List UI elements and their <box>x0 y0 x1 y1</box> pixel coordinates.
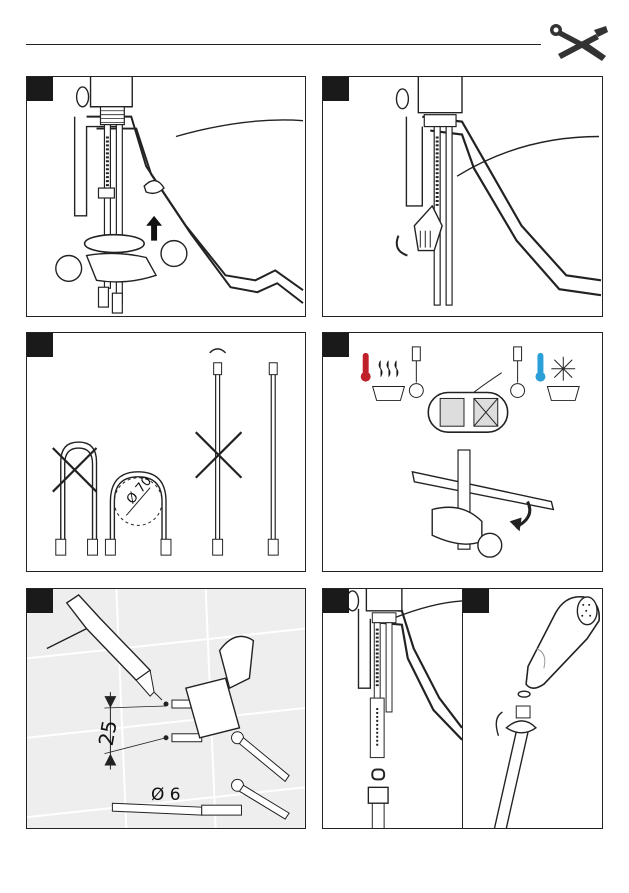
drill-diameter-label: Ø 6 <box>151 785 181 805</box>
step-panel-2 <box>322 76 603 317</box>
step-tab <box>27 589 53 613</box>
header-rule <box>26 44 541 45</box>
wrench-screwdriver-icon <box>550 20 610 62</box>
step-panel-6 <box>322 588 463 829</box>
step-tab <box>27 333 53 357</box>
step-panel-7 <box>462 588 603 829</box>
step-panel-3: Ø 70 <box>26 332 306 572</box>
step-tab <box>463 589 489 613</box>
spacing-label: 25 <box>94 718 122 747</box>
step-tab <box>323 77 349 101</box>
step-tab <box>27 77 53 101</box>
step-panel-1 <box>26 76 306 317</box>
step-panel-4 <box>322 332 603 572</box>
step-tab <box>323 589 349 613</box>
step-panel-5: 25 Ø 6 <box>26 588 306 829</box>
step-tab <box>323 333 349 357</box>
